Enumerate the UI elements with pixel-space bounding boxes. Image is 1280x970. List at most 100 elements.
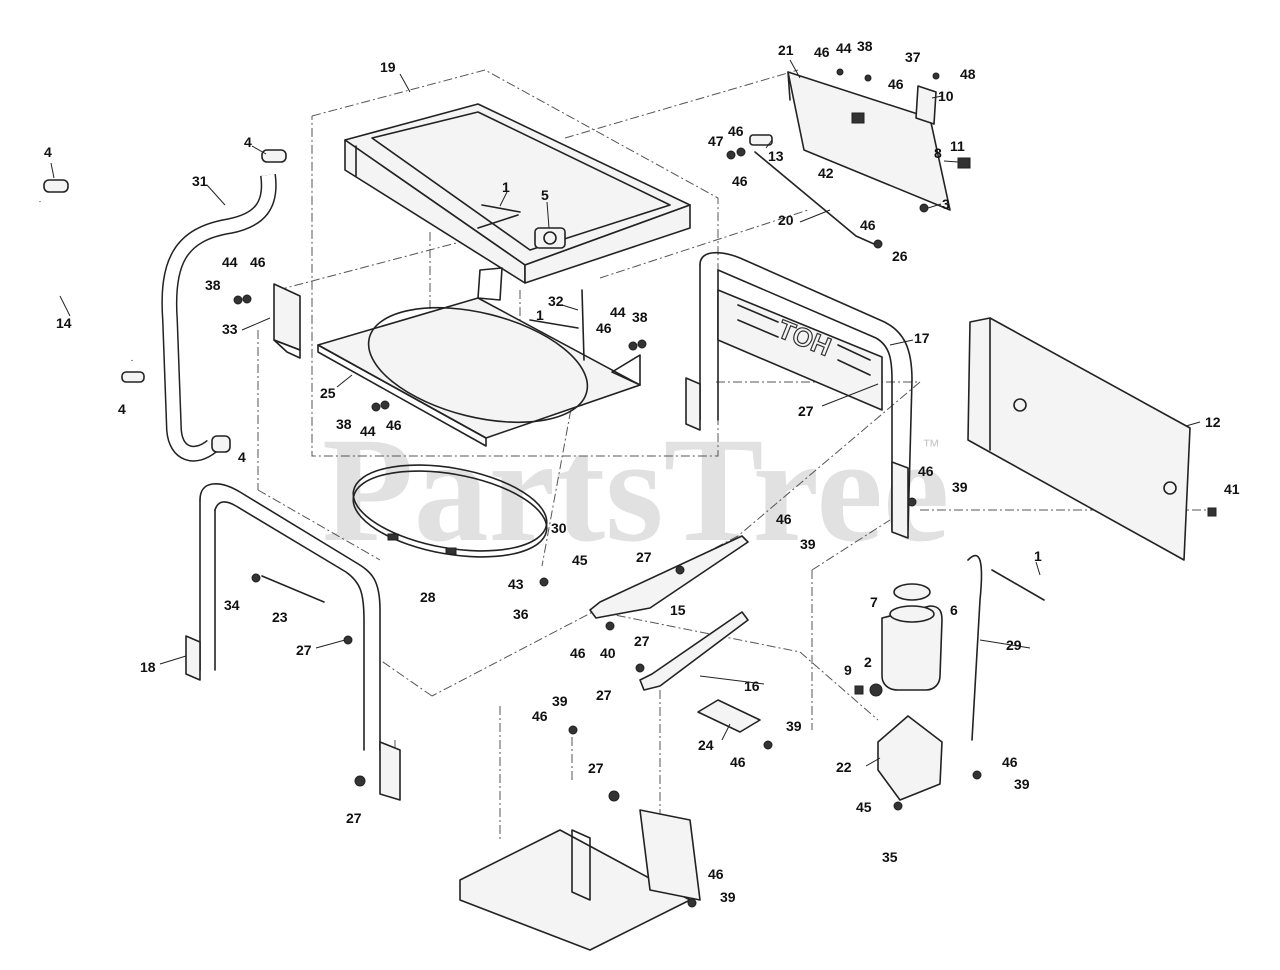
- callout-38: 38: [632, 309, 648, 325]
- callout-9: 9: [844, 662, 852, 678]
- callout-39: 39: [800, 536, 816, 552]
- callout-44: 44: [222, 254, 238, 270]
- rod-32: [581, 289, 585, 361]
- callout-46: 46: [532, 708, 548, 724]
- callout-39: 39: [720, 889, 736, 905]
- callout-47: 47: [708, 133, 724, 149]
- callout-16: 16: [744, 678, 760, 694]
- callout-20: 20: [778, 212, 794, 228]
- callout-17: 17: [914, 330, 930, 346]
- callout-46: 46: [730, 754, 746, 770]
- callout-42: 42: [818, 165, 834, 181]
- callout-4: 4: [238, 449, 246, 465]
- callout-21: 21: [778, 42, 794, 58]
- callout-27: 27: [346, 810, 362, 826]
- callout-4: 4: [244, 134, 252, 150]
- callout-2: 2: [864, 654, 872, 670]
- callout-46: 46: [1002, 754, 1018, 770]
- tube-29: [967, 554, 983, 741]
- callout-45: 45: [572, 552, 588, 568]
- callout-46: 46: [814, 44, 830, 60]
- callout-46: 46: [386, 417, 402, 433]
- callout-19: 19: [380, 59, 396, 75]
- callout-34: 34: [224, 597, 240, 613]
- callout-33: 33: [222, 321, 238, 337]
- callout-43: 43: [508, 576, 524, 592]
- callout-40: 40: [600, 645, 616, 661]
- hose-14: [34, 179, 145, 383]
- bracket-plate-21: [787, 71, 951, 211]
- callout-4: 4: [44, 144, 52, 160]
- callout-22: 22: [836, 759, 852, 775]
- callout-44: 44: [610, 304, 626, 320]
- callout-46: 46: [918, 463, 934, 479]
- callout-1: 1: [502, 179, 510, 195]
- cap-7: [893, 583, 931, 601]
- callout-27: 27: [296, 642, 312, 658]
- callout-39: 39: [786, 718, 802, 734]
- rod-23: [261, 575, 325, 603]
- callout-39: 39: [552, 693, 568, 709]
- callout-38: 38: [336, 416, 352, 432]
- brace-15: [589, 535, 749, 619]
- hoop-frame-17: [685, 251, 913, 539]
- callout-25: 25: [320, 385, 336, 401]
- fan-ring-28: [352, 464, 548, 558]
- callout-15: 15: [670, 602, 686, 618]
- callout-41: 41: [1224, 481, 1240, 497]
- callout-46: 46: [860, 217, 876, 233]
- callout-29: 29: [1006, 637, 1022, 653]
- callout-12: 12: [1205, 414, 1221, 430]
- frame-18: [185, 483, 401, 801]
- side-panel-12: [967, 317, 1191, 561]
- callout-46: 46: [888, 76, 904, 92]
- callout-39: 39: [1014, 776, 1030, 792]
- callout-38: 38: [205, 277, 221, 293]
- callout-46: 46: [728, 123, 744, 139]
- callout-46: 46: [708, 866, 724, 882]
- radiator-cap-5: [534, 227, 566, 249]
- callout-27: 27: [636, 549, 652, 565]
- callout-leaders: [50, 59, 1201, 767]
- callout-27: 27: [588, 760, 604, 776]
- callout-5: 5: [541, 187, 549, 203]
- callout-30: 30: [551, 520, 567, 536]
- callout-44: 44: [360, 423, 376, 439]
- callout-38: 38: [857, 38, 873, 54]
- callout-11: 11: [950, 138, 965, 154]
- brace-16: [639, 611, 749, 691]
- pin-1-lower: [529, 319, 579, 329]
- hardware: [233, 68, 1217, 908]
- callout-28: 28: [420, 589, 436, 605]
- pin-1-right: [991, 569, 1045, 601]
- plate-24: [697, 699, 761, 733]
- callout-44: 44: [836, 40, 852, 56]
- callout-27: 27: [596, 687, 612, 703]
- watermark-text: PartsTree: [322, 407, 949, 573]
- callout-1: 1: [536, 307, 544, 323]
- callout-14: 14: [56, 315, 72, 331]
- callout-7: 7: [870, 594, 878, 610]
- fan-shroud-25: [317, 267, 641, 447]
- spring-13: [749, 134, 773, 146]
- callout-18: 18: [140, 659, 156, 675]
- overflow-tank-6: [881, 605, 943, 691]
- frame-base: [459, 809, 701, 951]
- callout-13: 13: [768, 148, 784, 164]
- callout-6: 6: [950, 602, 958, 618]
- callout-46: 46: [776, 511, 792, 527]
- callout-31: 31: [192, 173, 208, 189]
- pin-1-upper: [481, 204, 521, 213]
- callout-32: 32: [548, 293, 564, 309]
- callout-27: 27: [634, 633, 650, 649]
- callout-3: 3: [942, 196, 950, 212]
- callout-24: 24: [698, 737, 714, 753]
- callout-45: 45: [856, 799, 872, 815]
- watermark-trademark: ™: [922, 436, 940, 456]
- callout-26: 26: [892, 248, 908, 264]
- bracket-33: [273, 283, 301, 359]
- callout-27: 27: [798, 403, 814, 419]
- callout-37: 37: [905, 49, 921, 65]
- callout-46: 46: [570, 645, 586, 661]
- callout-8: 8: [934, 145, 942, 161]
